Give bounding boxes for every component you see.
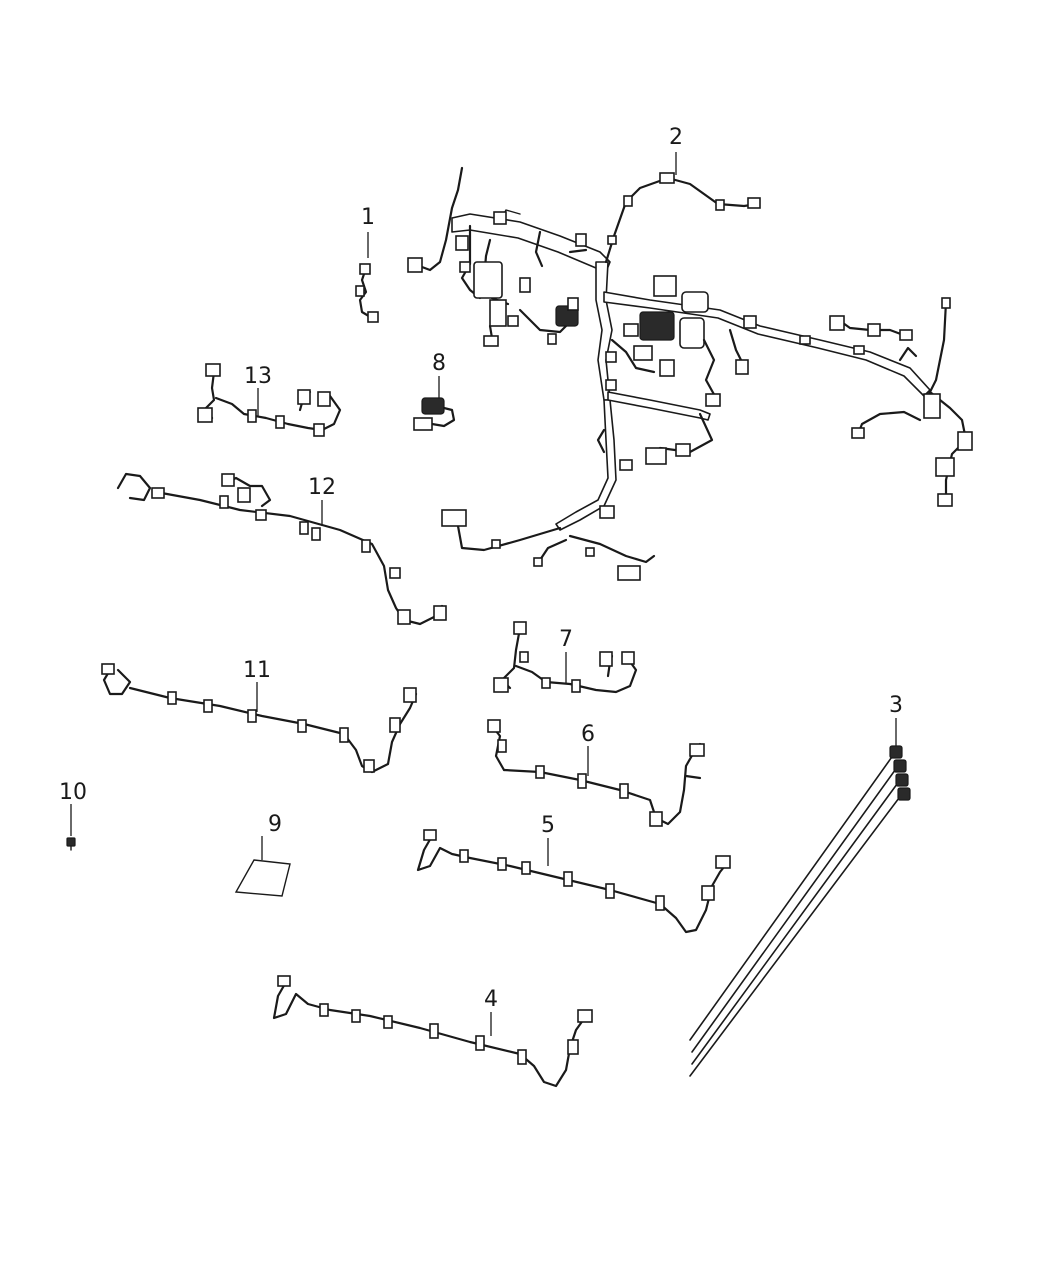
part-13-harness[interactable] bbox=[197, 363, 342, 437]
callout-4: 4 bbox=[484, 987, 498, 1012]
callout-labels: 1 2 3 4 5 6 7 8 9 10 11 12 13 bbox=[59, 125, 903, 1012]
callout-3: 3 bbox=[889, 693, 903, 718]
callout-2: 2 bbox=[669, 125, 683, 150]
part-7-harness[interactable] bbox=[493, 621, 638, 694]
part-4-harness[interactable] bbox=[272, 975, 593, 1088]
part-6-harness[interactable] bbox=[487, 719, 705, 827]
part-12-harness[interactable] bbox=[116, 472, 447, 626]
part-9-label-sheet[interactable] bbox=[234, 859, 291, 897]
part-10-fastener[interactable] bbox=[66, 837, 76, 851]
callout-6: 6 bbox=[581, 722, 595, 747]
callout-12: 12 bbox=[308, 475, 336, 500]
callout-8: 8 bbox=[432, 351, 446, 376]
callout-7: 7 bbox=[559, 627, 573, 652]
leader-lines bbox=[70, 152, 897, 1036]
callout-13: 13 bbox=[244, 364, 272, 389]
part-5-harness[interactable] bbox=[416, 829, 731, 934]
callout-5: 5 bbox=[541, 813, 555, 838]
part-1-jumper-harness[interactable] bbox=[355, 263, 379, 323]
callout-10: 10 bbox=[59, 780, 87, 805]
part-11-harness[interactable] bbox=[101, 663, 418, 774]
part-8-connector-pigtail[interactable] bbox=[413, 397, 456, 431]
callout-11: 11 bbox=[243, 658, 271, 683]
callout-1: 1 bbox=[361, 205, 375, 230]
callout-9: 9 bbox=[268, 812, 282, 837]
part-2-main-harness[interactable] bbox=[407, 166, 973, 581]
part-3-cable-ties[interactable] bbox=[689, 745, 911, 1077]
